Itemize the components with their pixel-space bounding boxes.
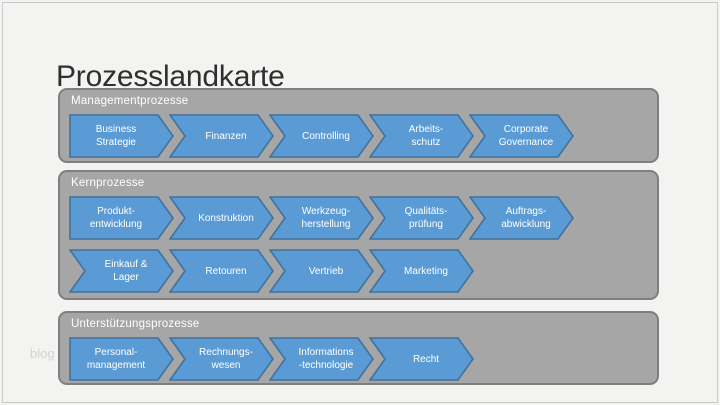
process-arrow-produktentwicklung[interactable]: Produkt- entwicklung xyxy=(69,196,175,240)
process-arrow-retouren[interactable]: Retouren xyxy=(169,249,275,293)
watermark: blog xyxy=(30,346,55,361)
chevron-arrow-shape xyxy=(269,249,374,293)
process-arrow-rechnungswesen[interactable]: Rechnungs- wesen xyxy=(169,337,275,381)
chevron-arrow-shape xyxy=(269,196,374,240)
chevron-arrow-shape xyxy=(169,337,274,381)
section-unterstuetzungsprozesse: Unterstützungsprozesse Personal- managem… xyxy=(58,311,659,385)
process-arrow-informationstechnologie[interactable]: Informations -technologie xyxy=(269,337,375,381)
process-arrow-vertrieb[interactable]: Vertrieb xyxy=(269,249,375,293)
chevron-arrow-shape xyxy=(169,196,274,240)
pentagon-arrow-shape xyxy=(69,337,174,381)
chevron-arrow-shape xyxy=(169,249,274,293)
process-arrow-qualitaetspruefung[interactable]: Qualitäts- prüfung xyxy=(369,196,475,240)
process-arrow-werkzeugherstellung[interactable]: Werkzeug- herstellung xyxy=(269,196,375,240)
chevron-arrow-shape xyxy=(369,249,474,293)
slide-title: Prozesslandkarte xyxy=(56,60,285,94)
management-process-row: Business Strategie Finanzen Controlling … xyxy=(69,114,657,158)
chevron-arrow-shape xyxy=(469,196,574,240)
section-kernprozesse: Kernprozesse Produkt- entwicklung Konstr… xyxy=(58,170,659,300)
process-arrow-konstruktion[interactable]: Konstruktion xyxy=(169,196,275,240)
section-managementprozesse-title: Managementprozesse xyxy=(71,95,189,107)
pentagon-arrow-shape xyxy=(69,196,174,240)
process-arrow-auftragsabwicklung[interactable]: Auftrags- abwicklung xyxy=(469,196,575,240)
process-arrow-arbeitsschutz[interactable]: Arbeits- schutz xyxy=(369,114,475,158)
process-arrow-marketing[interactable]: Marketing xyxy=(369,249,475,293)
chevron-arrow-shape xyxy=(169,114,274,158)
process-arrow-controlling[interactable]: Controlling xyxy=(269,114,375,158)
chevron-arrow-shape xyxy=(269,337,374,381)
support-process-row: Personal- management Rechnungs- wesen In… xyxy=(69,337,657,381)
process-arrow-business-strategie[interactable]: Business Strategie xyxy=(69,114,175,158)
section-managementprozesse: Managementprozesse Business Strategie Fi… xyxy=(58,88,659,163)
process-arrow-personalmanagement[interactable]: Personal- management xyxy=(69,337,175,381)
process-arrow-finanzen[interactable]: Finanzen xyxy=(169,114,275,158)
section-kernprozesse-title: Kernprozesse xyxy=(71,177,145,189)
chevron-arrow-shape xyxy=(69,249,174,293)
chevron-arrow-shape xyxy=(269,114,374,158)
kern-process-row-1: Produkt- entwicklung Konstruktion Werkze… xyxy=(69,196,657,240)
process-arrow-recht[interactable]: Recht xyxy=(369,337,475,381)
chevron-arrow-shape xyxy=(469,114,574,158)
process-arrow-einkauf-lager[interactable]: Einkauf & Lager xyxy=(69,249,175,293)
chevron-arrow-shape xyxy=(369,114,474,158)
chevron-arrow-shape xyxy=(369,196,474,240)
section-unterstuetzungsprozesse-title: Unterstützungsprozesse xyxy=(71,318,200,330)
kern-process-row-2: Einkauf & Lager Retouren Vertrieb Market… xyxy=(69,249,657,293)
pentagon-arrow-shape xyxy=(69,114,174,158)
chevron-arrow-shape xyxy=(369,337,474,381)
process-arrow-corporate-governance[interactable]: Corporate Governance xyxy=(469,114,575,158)
